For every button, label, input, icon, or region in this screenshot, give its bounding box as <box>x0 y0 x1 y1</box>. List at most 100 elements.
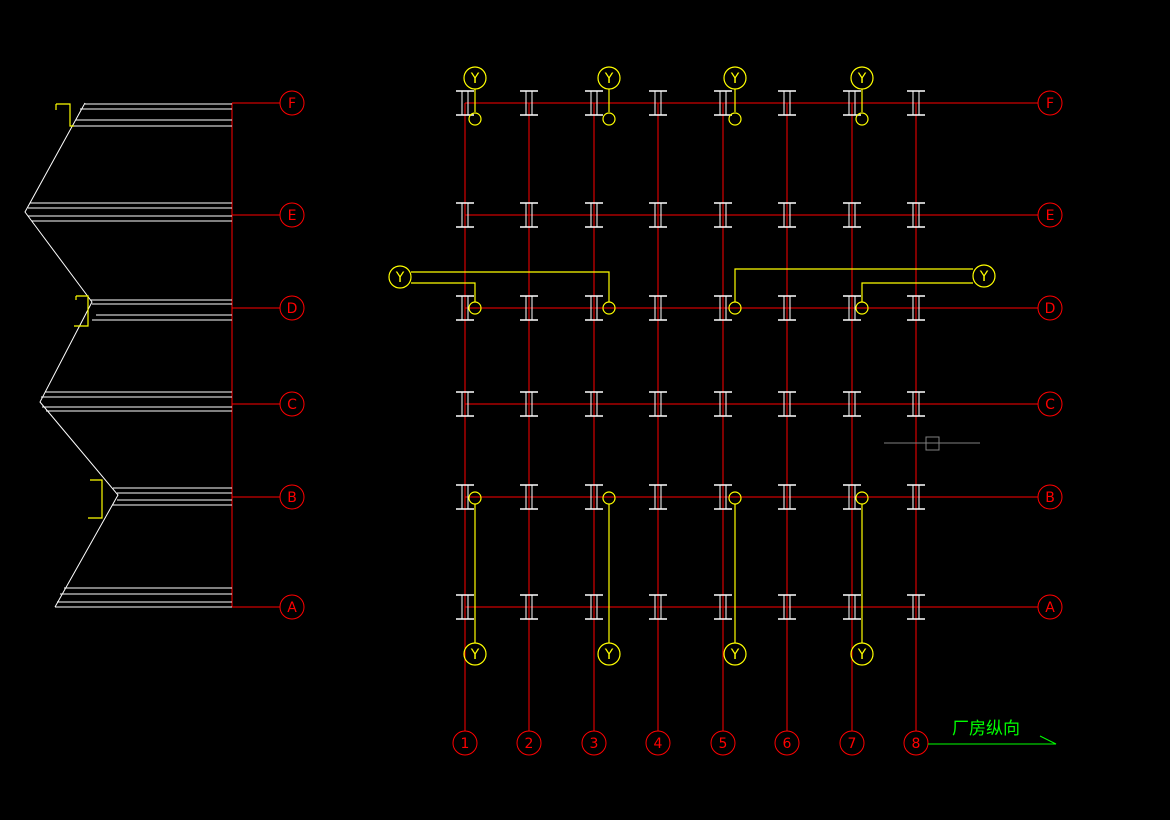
axis-bubble <box>1037 90 1063 116</box>
y-marker-point <box>728 112 742 126</box>
longitudinal-direction-indicator: 厂房纵向 <box>928 719 1057 745</box>
axis-bubble <box>279 90 305 116</box>
axis-bubble <box>645 730 671 756</box>
y-marker-point <box>468 491 482 505</box>
steel-column <box>714 594 732 620</box>
axis-label-D: D <box>287 301 298 317</box>
y-marker-leader <box>734 268 973 302</box>
plan-steel-columns <box>456 90 925 620</box>
steel-column <box>714 484 732 510</box>
axis-label-E: E <box>1046 208 1055 224</box>
axis-bubble <box>279 594 305 620</box>
y-marker-label: Y <box>604 647 614 663</box>
axis-label-B: B <box>287 490 297 506</box>
y-marker-point <box>855 301 869 315</box>
axis-label-4: 4 <box>654 736 663 752</box>
y-marker-label: Y <box>470 71 480 87</box>
steel-column <box>714 391 732 417</box>
steel-column <box>907 391 925 417</box>
steel-column <box>778 90 796 116</box>
steel-column <box>843 594 861 620</box>
sawtooth-profile <box>24 102 119 608</box>
axis-bubble <box>710 730 736 756</box>
steel-column <box>778 391 796 417</box>
y-marker-leader <box>411 271 610 302</box>
axis-bubble <box>1037 202 1063 228</box>
axis-bubble <box>279 295 305 321</box>
y-marker-point <box>855 112 869 126</box>
y-marker-bubble <box>388 265 412 289</box>
y-marker-label: Y <box>470 647 480 663</box>
steel-column <box>907 202 925 228</box>
axis-bubble <box>1037 484 1063 510</box>
axis-label-6: 6 <box>783 736 792 752</box>
steel-column <box>649 295 667 321</box>
axis-bubble <box>452 730 478 756</box>
y-marker-point <box>855 491 869 505</box>
axis-label-F: F <box>1046 96 1054 112</box>
steel-column <box>778 484 796 510</box>
cad-crosshair-cursor[interactable] <box>884 436 980 451</box>
y-marker-point <box>602 491 616 505</box>
steel-column <box>714 90 732 116</box>
y-marker-point <box>468 112 482 126</box>
steel-column <box>843 295 861 321</box>
section-elevation <box>24 102 233 608</box>
steel-column <box>714 202 732 228</box>
steel-column <box>456 391 474 417</box>
steel-column <box>649 391 667 417</box>
axis-bubble <box>279 202 305 228</box>
steel-column <box>843 484 861 510</box>
y-marker-bubble <box>723 642 747 666</box>
steel-column <box>907 594 925 620</box>
axis-label-C: C <box>287 397 297 413</box>
steel-column <box>520 594 538 620</box>
y-marker-leader <box>861 282 973 302</box>
y-marker-bubble <box>850 642 874 666</box>
steel-column <box>649 90 667 116</box>
steel-column <box>456 295 474 321</box>
y-marker-point <box>602 301 616 315</box>
steel-column <box>778 295 796 321</box>
gutter-brackets <box>55 103 103 519</box>
axis-label-C: C <box>1045 397 1055 413</box>
steel-column <box>520 391 538 417</box>
axis-bubble <box>516 730 542 756</box>
axis-label-1: 1 <box>461 736 470 752</box>
axis-label-3: 3 <box>590 736 599 752</box>
steel-column <box>585 90 603 116</box>
axis-bubble <box>774 730 800 756</box>
axis-bubble <box>1037 295 1063 321</box>
y-marker-label: Y <box>730 647 740 663</box>
axis-bubble <box>1037 391 1063 417</box>
y-marker-label: Y <box>395 270 405 286</box>
purlin-group <box>28 103 232 608</box>
axis-label-8: 8 <box>912 736 921 752</box>
steel-column <box>585 202 603 228</box>
steel-column <box>714 295 732 321</box>
steel-column <box>649 594 667 620</box>
steel-column <box>585 295 603 321</box>
steel-column <box>585 484 603 510</box>
y-marker-label: Y <box>857 71 867 87</box>
y-marker-label: Y <box>979 269 989 285</box>
axis-bubble <box>903 730 929 756</box>
steel-column <box>456 594 474 620</box>
axis-label-A: A <box>1045 600 1055 616</box>
axis-label-E: E <box>288 208 297 224</box>
axis-bubble <box>839 730 865 756</box>
y-marker-point <box>602 112 616 126</box>
steel-column <box>520 295 538 321</box>
axis-label-B: B <box>1045 490 1055 506</box>
y-marker-leader <box>411 282 476 302</box>
steel-column <box>649 484 667 510</box>
y-marker-point <box>728 301 742 315</box>
steel-column <box>456 484 474 510</box>
steel-column <box>843 202 861 228</box>
y-marker-point <box>728 491 742 505</box>
axis-label-F: F <box>288 96 296 112</box>
